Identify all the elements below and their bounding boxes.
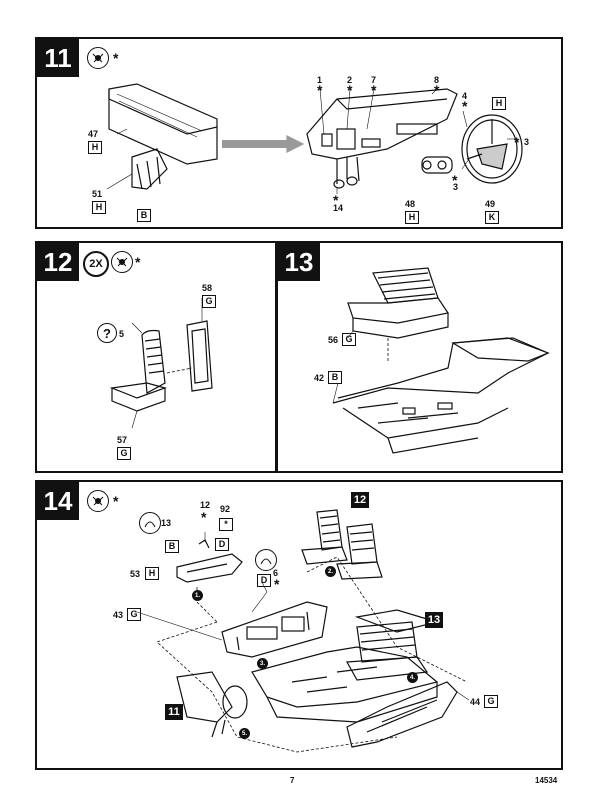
callout-47: 47: [88, 129, 99, 139]
callout-48: 48: [405, 199, 416, 209]
callout-49: 49: [485, 199, 496, 209]
step-12-panel: 12 2X * ? 5 58 G 57 G: [35, 241, 277, 473]
glue-star: *: [113, 493, 119, 509]
sequence-5: 5.: [239, 728, 250, 739]
callout-51: 51: [92, 189, 103, 199]
callout-56: 56: [328, 335, 339, 345]
callout-43: 43: [113, 610, 124, 620]
part-letter-h-48: H: [405, 211, 419, 224]
glue-icon: [87, 47, 109, 69]
callout-53: 53: [130, 569, 141, 579]
callout-1-star: *: [317, 82, 323, 98]
glue-star: *: [135, 254, 141, 270]
kit-number: 14534: [535, 776, 558, 785]
callout-6: 6: [273, 568, 279, 578]
sequence-2: 2.: [325, 566, 336, 577]
callout-44: 44: [470, 697, 481, 707]
glue-star: *: [113, 50, 119, 66]
step-12-illustration: [109, 298, 213, 429]
callout-13: 13: [161, 518, 172, 528]
callout-12: 12: [200, 500, 211, 510]
part-letter-g-43: G: [127, 608, 141, 621]
part-letter-h-47: H: [88, 141, 102, 154]
callout-4: 4: [462, 91, 468, 101]
step-number: 14: [37, 482, 79, 520]
step-14-panel: 14 *: [35, 480, 563, 770]
callout-12-star: *: [201, 509, 207, 525]
ref-step-11: 11: [165, 704, 183, 720]
callout-7: 7: [371, 75, 377, 85]
part-letter-h-53: H: [145, 567, 159, 580]
glue-icon: [111, 251, 133, 273]
callout-7-star: *: [371, 82, 377, 98]
glue-icon-13: [139, 512, 161, 534]
step-14-illustration: [136, 509, 470, 753]
glue-icon-6: [255, 549, 277, 571]
callout-92: 92: [220, 504, 231, 514]
callout-3a: 3: [524, 137, 530, 147]
sequence-1: 1.: [192, 590, 203, 601]
callout-14: 14: [333, 203, 344, 213]
callout-58: 58: [202, 283, 213, 293]
step-number: 13: [278, 243, 320, 281]
callout-3b: 3: [453, 182, 459, 192]
step-13-panel: 13 56 G 42 B: [276, 241, 563, 473]
optional-part-icon: ?: [97, 323, 117, 343]
callout-4-star: *: [462, 98, 468, 114]
part-letter-g-56: G: [342, 333, 356, 346]
part-letter-b-42: B: [328, 371, 342, 384]
callout-1: 1: [317, 75, 323, 85]
part-letter-g-44: G: [484, 695, 498, 708]
part-letter-b-13: B: [165, 540, 179, 553]
multiplier-badge: 2X: [83, 251, 109, 277]
callout-3b-star: *: [452, 172, 458, 188]
part-letter-h-top: H: [492, 97, 506, 110]
glue-icon: [87, 490, 109, 512]
callout-3a-star: *: [514, 134, 520, 150]
callout-6-star: *: [274, 576, 280, 592]
part-letter-d-6: D: [257, 574, 271, 587]
callout-5: 5: [119, 329, 125, 339]
part-letter-star-92: *: [219, 518, 233, 531]
step-number: 11: [37, 39, 79, 77]
sequence-3: 3.: [257, 658, 268, 669]
page-number: 7: [290, 776, 295, 785]
step-number: 12: [37, 243, 79, 281]
ref-step-12: 12: [351, 492, 369, 508]
callout-42: 42: [314, 373, 325, 383]
part-letter-g-57: G: [117, 447, 131, 460]
callout-57: 57: [117, 435, 128, 445]
callout-8-star: *: [434, 82, 440, 98]
callout-2-star: *: [347, 82, 353, 98]
step-11-illustration: [106, 83, 523, 194]
part-letter-g-58: G: [202, 295, 216, 308]
step-13-illustration: [332, 267, 550, 454]
callout-14-star: *: [333, 192, 339, 208]
part-letter-d-12: D: [215, 538, 229, 551]
ref-step-13: 13: [425, 612, 443, 628]
part-letter-b-51: B: [137, 209, 151, 222]
sequence-4: 4.: [407, 672, 418, 683]
part-letter-k-49: K: [485, 211, 499, 224]
callout-2: 2: [347, 75, 353, 85]
step-11-panel: 11 *: [35, 37, 563, 229]
part-letter-h-51: H: [92, 201, 106, 214]
callout-8: 8: [434, 75, 440, 85]
